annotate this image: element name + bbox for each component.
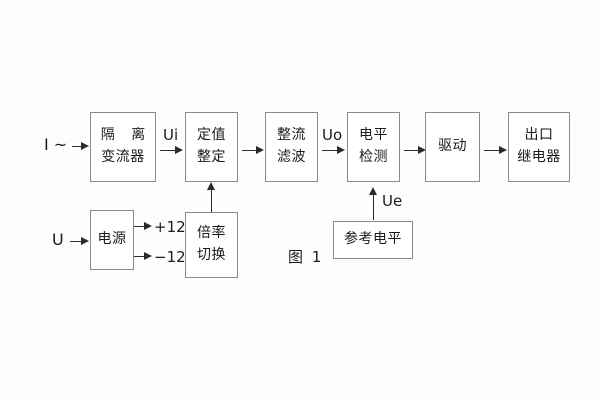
wire-setting-to-rectify-arrowhead — [256, 146, 264, 154]
block-drive: 驱动 — [425, 112, 480, 182]
rail-positive-arrowhead — [144, 222, 152, 230]
rail-negative-wire — [134, 256, 148, 257]
block-level-detection: 电平 检测 — [347, 112, 400, 182]
wire-setting-to-rectify — [242, 150, 260, 151]
wire-drive-to-relay-arrowhead — [499, 146, 507, 154]
block-isolation-transformer-line-2: 变流器 — [101, 149, 145, 165]
wire-multiplier-to-setting-arrowhead — [207, 182, 215, 190]
block-rectify-filter: 整流 滤波 — [265, 112, 318, 182]
block-reference-level-line-1: 参考电平 — [344, 231, 402, 248]
block-drive-line-1: 驱动 — [438, 138, 467, 155]
block-setting-value-line-1: 定值 — [197, 127, 226, 144]
block-isolation-transformer-line-1: 隔 离 — [100, 127, 152, 144]
signal-ue-label: Ue — [382, 192, 403, 210]
block-rectify-filter-line-1: 整流 — [277, 127, 306, 144]
block-multiplier-switch-line-2: 切换 — [197, 247, 226, 263]
voltage-input-label: U — [52, 230, 64, 249]
signal-ui-label: Ui — [163, 126, 179, 144]
block-reference-level: 参考电平 — [333, 221, 413, 259]
current-input-wire — [72, 146, 86, 147]
block-rectify-filter-line-2: 滤波 — [277, 149, 306, 165]
rail-negative-arrowhead — [144, 252, 152, 260]
wire-isolation-to-setting-arrowhead — [175, 146, 183, 154]
block-power-supply-line-1: 电源 — [97, 231, 127, 248]
current-input-arrowhead — [81, 142, 89, 150]
wire-rectify-to-level-arrowhead — [337, 146, 345, 154]
wire-isolation-to-setting — [160, 150, 178, 151]
block-output-relay-line-2: 继电器 — [517, 149, 561, 165]
wire-level-to-drive-arrowhead — [418, 146, 426, 154]
rail-positive-wire — [134, 226, 148, 227]
block-multiplier-switch: 倍率 切换 — [185, 212, 238, 278]
block-setting-value-line-2: 整定 — [197, 149, 226, 165]
current-input-label: I ~ — [44, 135, 68, 154]
wire-reference-to-level-arrowhead — [369, 187, 377, 195]
block-output-relay-line-1: 出口 — [524, 127, 554, 144]
block-output-relay: 出口 继电器 — [508, 112, 570, 182]
block-isolation-transformer: 隔 离 变流器 — [90, 112, 156, 182]
voltage-input-arrowhead — [81, 237, 89, 245]
wire-level-to-drive — [404, 150, 422, 151]
block-multiplier-switch-line-1: 倍率 — [197, 225, 226, 242]
block-power-supply: 电源 — [90, 210, 134, 270]
wire-drive-to-relay — [484, 150, 504, 151]
block-setting-value: 定值 整定 — [185, 112, 238, 182]
wire-reference-to-level — [373, 194, 374, 220]
figure-caption: 图 1 — [288, 248, 324, 266]
wire-multiplier-to-setting — [211, 189, 212, 212]
signal-uo-label: Uo — [322, 126, 343, 144]
wire-rectify-to-level — [322, 150, 340, 151]
block-level-detection-line-1: 电平 — [359, 127, 388, 144]
voltage-input-wire — [70, 241, 86, 242]
block-level-detection-line-2: 检测 — [359, 149, 388, 165]
